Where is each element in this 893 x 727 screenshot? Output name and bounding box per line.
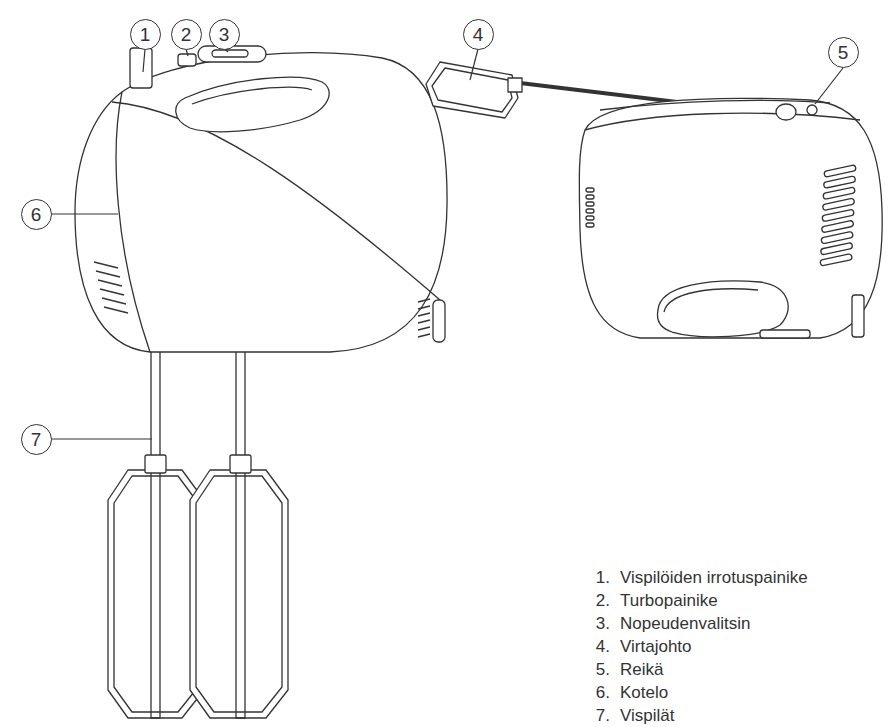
beaters — [108, 350, 288, 718]
vent-slot — [586, 223, 594, 227]
vent-slot — [418, 320, 430, 323]
vent-slot — [104, 307, 128, 313]
callout-number: 3 — [209, 19, 240, 50]
list-number: 3. — [596, 614, 610, 634]
vent-slot — [586, 195, 594, 199]
vent-slot — [586, 188, 594, 192]
vent-slot — [586, 216, 594, 220]
list-number: 2. — [596, 591, 610, 611]
part-name: Vispilöiden irrotuspainike — [620, 568, 808, 588]
vent-slot — [418, 327, 430, 330]
callout-number: 5 — [828, 37, 859, 68]
callout-number: 7 — [21, 424, 52, 455]
vent-slot — [418, 334, 430, 337]
leader-lines — [51, 49, 843, 439]
list-number: 5. — [596, 660, 610, 680]
callout-number: 6 — [21, 199, 52, 230]
vent-slot — [98, 280, 122, 286]
vent-slot — [822, 209, 855, 222]
callout-number: 1 — [130, 19, 161, 50]
part-name: Kotelo — [620, 683, 668, 703]
vent-slot — [586, 209, 594, 213]
vent-slot — [824, 165, 857, 178]
list-number: 7. — [596, 706, 610, 726]
vent-slot — [418, 313, 430, 316]
vent-slot — [823, 187, 856, 200]
part-name: Vispilät — [620, 706, 675, 726]
callout-number: 2 — [171, 19, 202, 50]
list-number: 1. — [596, 568, 610, 588]
vent-slot — [823, 176, 856, 189]
vent-slot — [821, 220, 854, 233]
part-name: Turbopainike — [620, 591, 718, 611]
vent-slots — [586, 165, 856, 266]
vent-slot — [820, 254, 853, 267]
vent-slot — [822, 198, 855, 211]
callout-number: 4 — [463, 19, 494, 50]
vent-slots — [94, 262, 430, 337]
vent-slot — [96, 271, 120, 277]
part-name: Nopeudenvalitsin — [620, 614, 750, 634]
vent-slot — [418, 306, 430, 309]
vent-slot — [820, 242, 853, 255]
vent-slot — [94, 262, 118, 268]
list-number: 6. — [596, 683, 610, 703]
vent-slot — [586, 202, 594, 206]
list-number: 4. — [596, 637, 610, 657]
vent-slot — [102, 298, 126, 304]
vent-slot — [100, 289, 124, 295]
mixer-housing — [75, 46, 477, 352]
part-name: Reikä — [620, 660, 663, 680]
vent-slot — [418, 299, 430, 302]
mixer-side-view — [426, 62, 882, 338]
part-name: Virtajohto — [620, 637, 692, 657]
vent-slot — [821, 231, 854, 244]
